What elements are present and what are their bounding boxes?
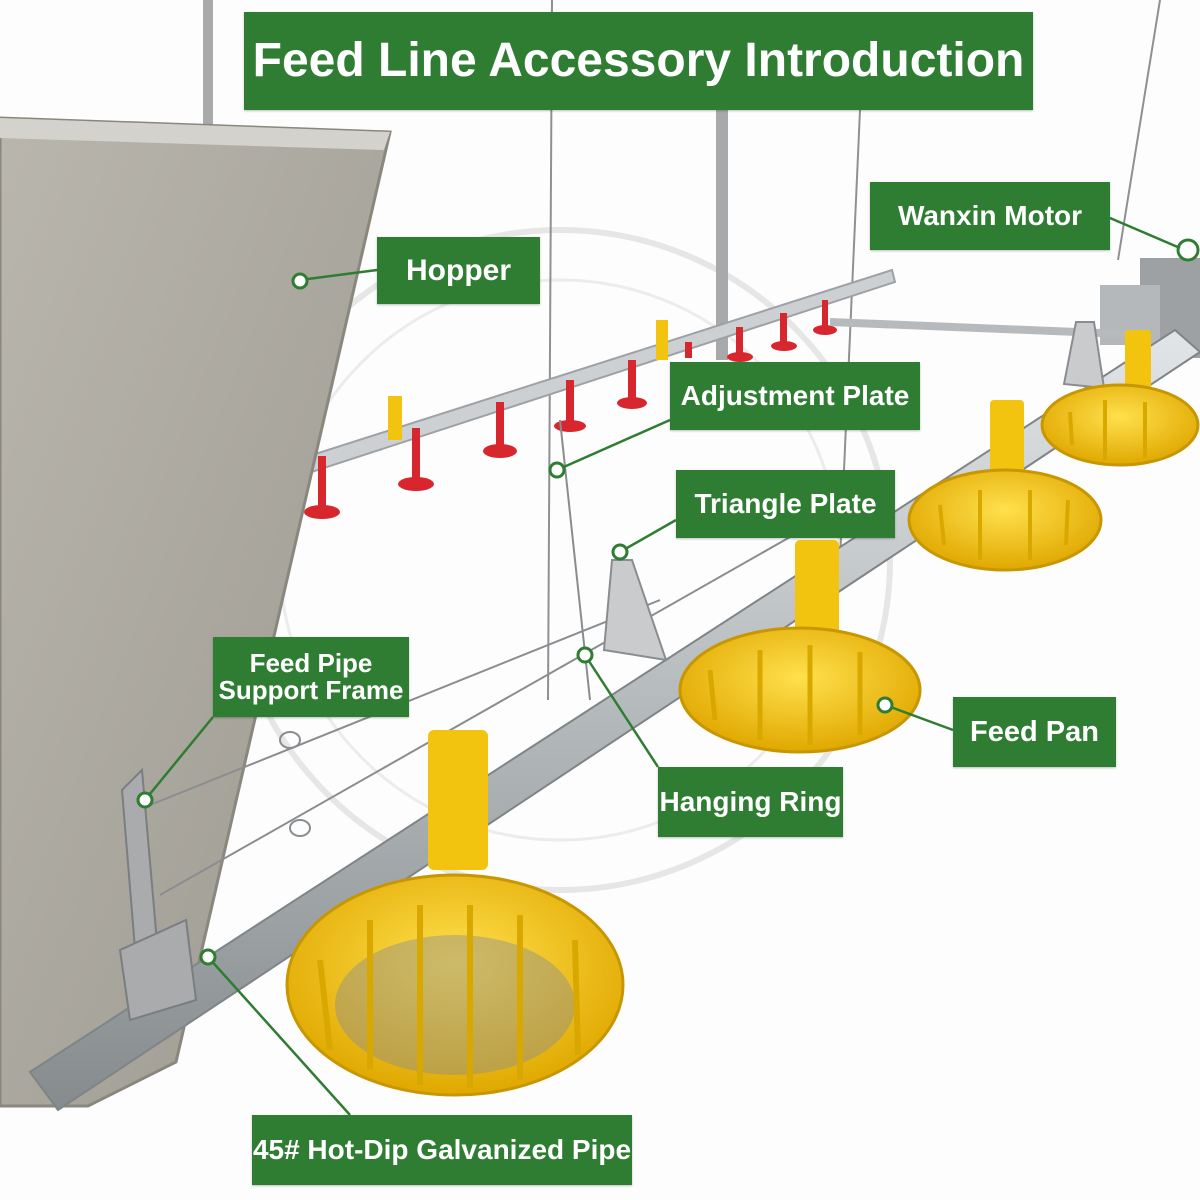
feed-pan-2 xyxy=(678,540,922,754)
hanging-ring-label: Hanging Ring xyxy=(658,767,843,837)
support-frame-label-line1: Feed Pipe xyxy=(249,647,373,678)
hopper-top-edge xyxy=(0,118,390,150)
support-frame-label: Feed Pipe Support Frame xyxy=(213,637,409,717)
triangle-plate xyxy=(602,559,668,662)
motor-label: Wanxin Motor xyxy=(870,182,1110,250)
hopper-label: Hopper xyxy=(377,237,540,304)
feed-pan-1 xyxy=(285,730,625,1097)
feed-pipe xyxy=(28,328,1200,1112)
adjustment-plate-label: Adjustment Plate xyxy=(670,362,920,430)
triangle-plate-label: Triangle Plate xyxy=(676,470,895,538)
support-frame-label-line2: Support Frame xyxy=(218,675,404,705)
ceiling-rod xyxy=(716,110,728,360)
support-frame-bracket xyxy=(118,767,198,1022)
pipe-label: 45# Hot-Dip Galvanized Pipe xyxy=(252,1115,632,1185)
feed-pan-4 xyxy=(1040,330,1200,467)
ceiling-rod xyxy=(203,0,213,125)
feed-pan-3 xyxy=(907,400,1103,572)
page-title: Feed Line Accessory Introduction xyxy=(244,12,1033,110)
feed-pan-label: Feed Pan xyxy=(953,697,1116,767)
anchor-dots xyxy=(136,272,894,966)
support-bar xyxy=(829,318,1151,339)
suspension-wire xyxy=(547,0,553,701)
water-line xyxy=(216,268,897,558)
suspension-wire xyxy=(1117,0,1161,261)
leader-lines xyxy=(144,216,1181,1116)
